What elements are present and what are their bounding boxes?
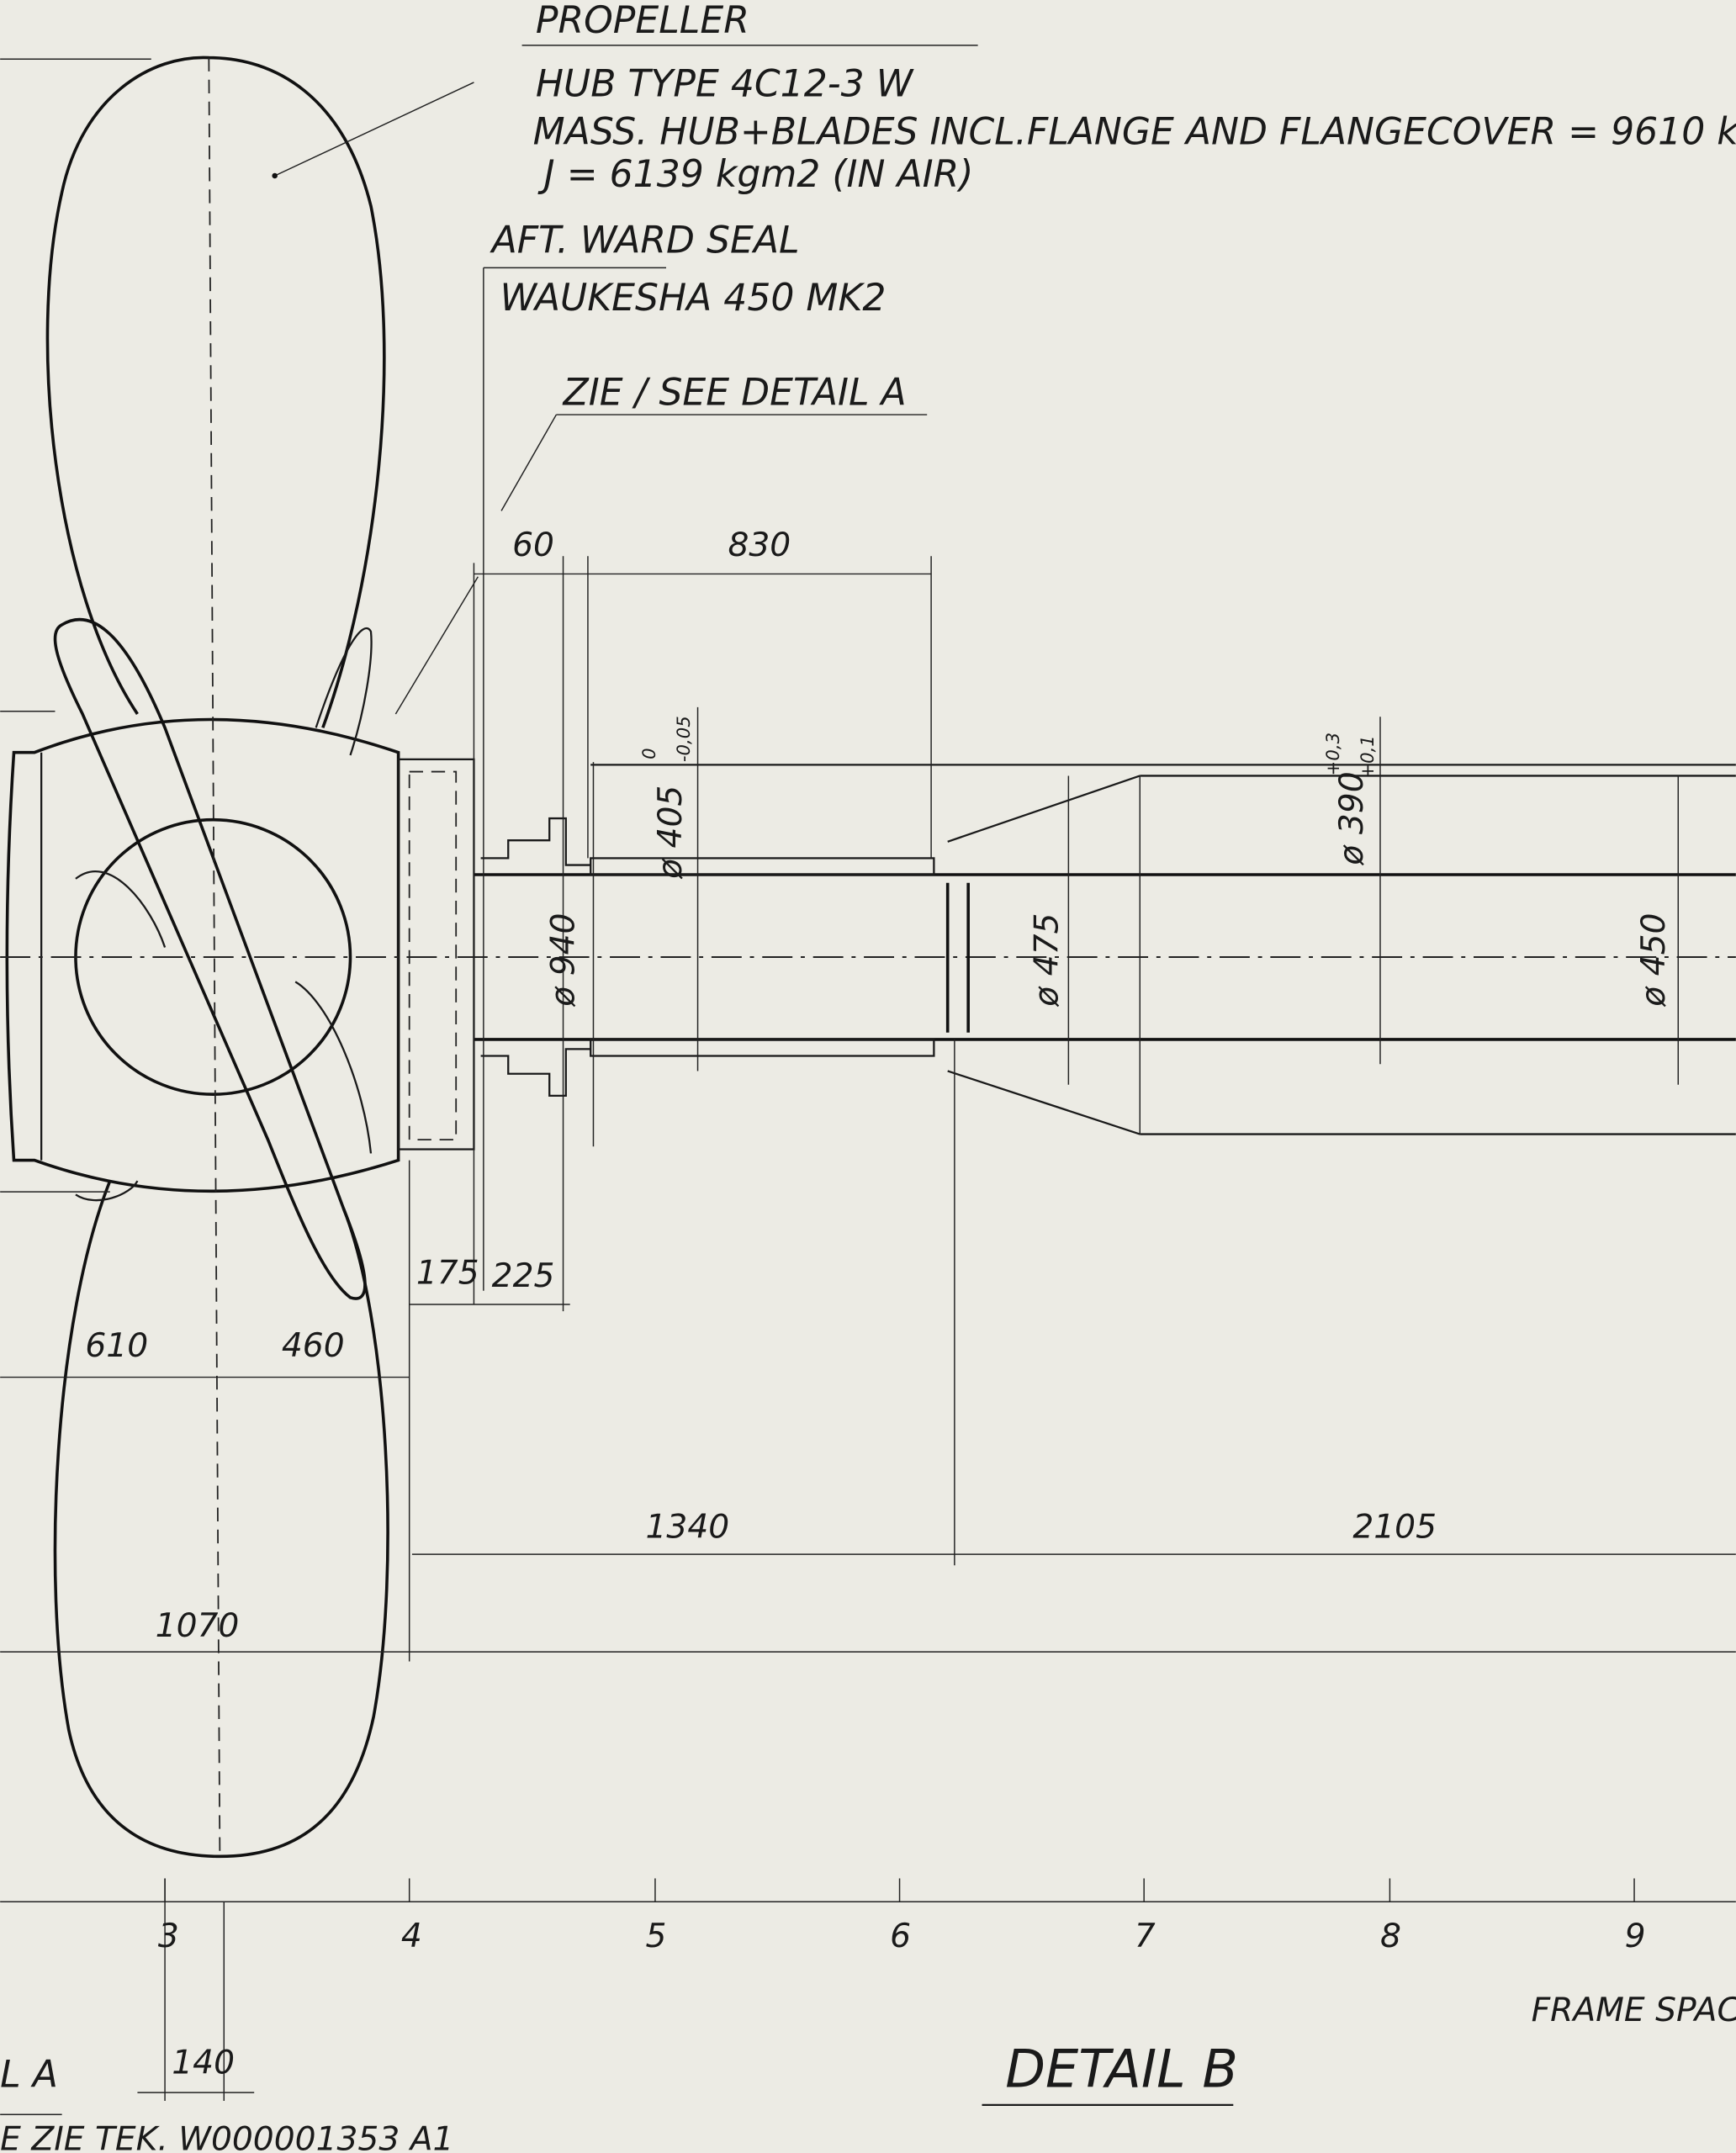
- dim-390-tol-lower: +0,1: [1358, 735, 1379, 779]
- taper-bottom: [947, 1070, 1141, 1135]
- dim-610: 610: [85, 1327, 148, 1365]
- blade-root-lower: [75, 981, 373, 1202]
- lower-blade: [53, 1180, 389, 1859]
- dim-460: 460: [282, 1327, 345, 1365]
- dim-1340: 1340: [646, 1509, 730, 1547]
- reference-label: E ZIE TEK. W000001353 A1: [0, 2121, 453, 2153]
- hub-body: [5, 717, 400, 1193]
- detail-b-title: DETAIL B: [1005, 2039, 1238, 2100]
- dim-475: ø 475: [1028, 913, 1066, 1008]
- frame-label: 6: [890, 1918, 911, 1955]
- dim-175: 175: [416, 1255, 479, 1293]
- seal-top: [480, 817, 591, 866]
- dim-390: ø 390: [1333, 771, 1371, 865]
- dim-830: 830: [728, 526, 791, 564]
- frame-label: 5: [646, 1918, 667, 1955]
- inertia-label: J = 6139 kgm2 (IN AIR): [537, 153, 974, 196]
- seal-bottom: [480, 1048, 591, 1097]
- taper-top: [947, 775, 1141, 843]
- shaft-drawing: [0, 764, 1736, 1135]
- frame-spacing-label: FRAME SPAC: [1532, 1992, 1736, 2029]
- frame-label: 9: [1625, 1918, 1646, 1955]
- dimension-values: 60 830 ø 405 0 -0,05 ø 390 +0,3 +0,1 ø 9…: [85, 526, 1673, 2082]
- mass-label: MASS. HUB+BLADES INCL.FLANGE AND FLANGEC…: [533, 110, 1736, 153]
- dimension-lines: [0, 45, 1736, 2101]
- dim-390-tol-upper: +0,3: [1323, 733, 1344, 776]
- dim-405: ø 405: [652, 786, 690, 880]
- propeller-label: PROPELLER: [536, 0, 749, 42]
- dim-450: ø 450: [1635, 913, 1673, 1008]
- hub-type-label: HUB TYPE 4C12-3 W: [536, 62, 914, 105]
- seal-type: WAUKESHA 450 MK2: [500, 277, 886, 320]
- frame-label: 4: [401, 1918, 422, 1955]
- detail-a-fragment: L A: [0, 2054, 58, 2097]
- vertical-centerline: [208, 57, 221, 1857]
- dim-405-tol-lower: -0,05: [674, 716, 695, 762]
- dim-140: 140: [172, 2044, 235, 2082]
- sleeve-bottom: [590, 1038, 935, 1057]
- flange-hidden: [408, 770, 458, 1140]
- slanted-blade-left: [53, 617, 367, 1300]
- see-detail-a: ZIE / SEE DETAIL A: [563, 372, 907, 415]
- dim-60: 60: [512, 526, 554, 564]
- dim-225: 225: [492, 1257, 555, 1295]
- frame-label: 3: [158, 1918, 179, 1955]
- frame-ruler: 3 4 5 6 7 8 9: [158, 1878, 1646, 1955]
- sleeve-top: [590, 857, 935, 876]
- leader-dot: [272, 172, 278, 179]
- frame-label: 7: [1135, 1918, 1156, 1955]
- frame-label: 8: [1380, 1918, 1401, 1955]
- blade-root-upper: [315, 627, 373, 756]
- dim-405-tol-upper: 0: [639, 748, 660, 759]
- dim-2105: 2105: [1352, 1509, 1437, 1547]
- upper-blade: [45, 56, 386, 728]
- propeller-leader: [274, 82, 474, 177]
- dim-940: ø 940: [545, 913, 583, 1008]
- blade-root-curve: [75, 870, 167, 948]
- seal-title: AFT. WARD SEAL: [490, 219, 800, 262]
- dim-1070: 1070: [156, 1607, 240, 1645]
- propeller-drawing: [5, 56, 475, 1859]
